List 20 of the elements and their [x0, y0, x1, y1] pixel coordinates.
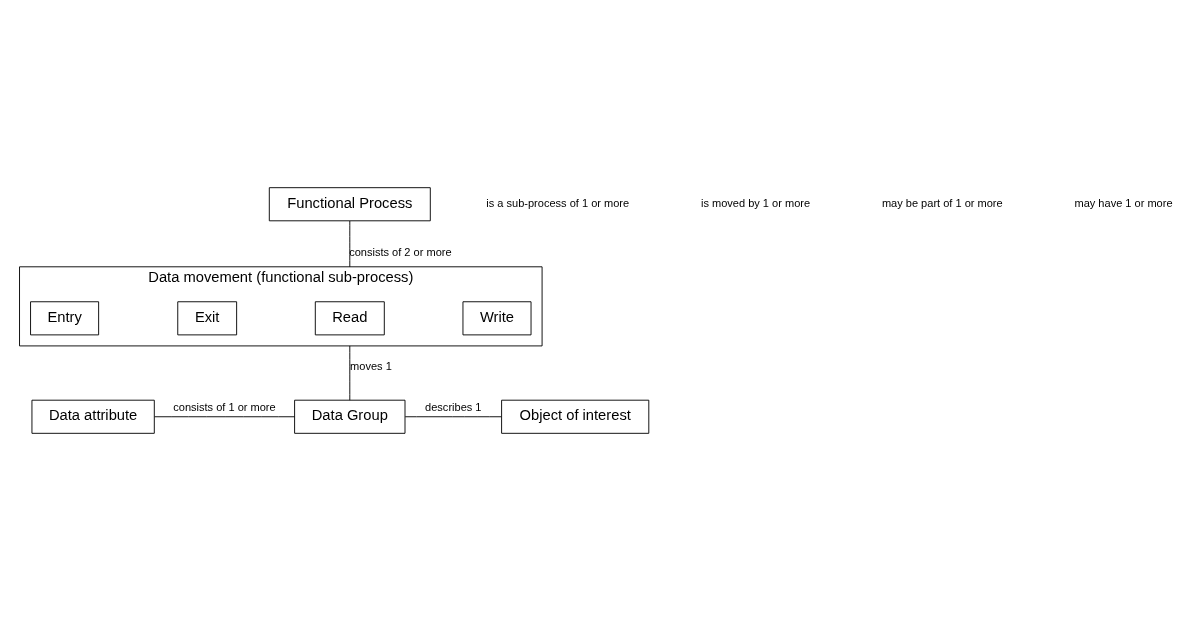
connector	[154, 416, 295, 418]
connector	[404, 416, 502, 418]
label: may have 1 or more	[1074, 197, 1173, 210]
label: is moved by 1 or more	[700, 197, 811, 210]
label: may be part of 1 or more	[881, 197, 1003, 210]
node-box: Write	[462, 301, 532, 336]
node-box: Functional Process	[268, 187, 431, 222]
edge-label: consists of 2 or more	[349, 246, 452, 259]
edge-label: consists of 1 or more	[173, 400, 276, 413]
node-box: Data attribute	[31, 399, 155, 434]
node-box: Data Group	[294, 399, 406, 434]
node-box: Exit	[177, 301, 238, 336]
node-box: Object of interest	[501, 399, 650, 434]
label: is a sub-process of 1 or more	[486, 197, 630, 210]
edge-label: describes 1	[425, 400, 482, 413]
node-box: Read	[314, 301, 385, 336]
edge-label: moves 1	[350, 360, 392, 373]
node-box: Entry	[30, 301, 100, 336]
connector	[349, 220, 351, 268]
connector	[349, 345, 351, 401]
